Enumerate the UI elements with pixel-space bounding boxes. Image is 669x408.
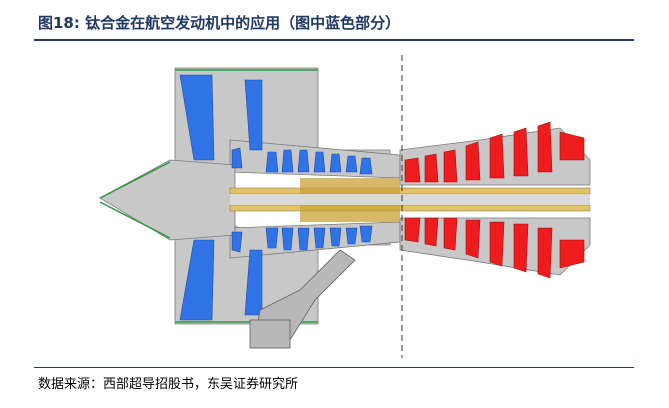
hot-section-components (404, 121, 585, 279)
outlet-guide-vane-lower (244, 249, 263, 316)
central-shaft (229, 178, 591, 222)
fan-blade-lower (179, 239, 215, 321)
accessory-gearbox (249, 249, 356, 349)
fan-blade-upper (179, 74, 215, 161)
figure-title: 图18: 钛合金在航空发动机中的应用（图中蓝色部分） (38, 14, 401, 32)
title-divider (34, 39, 634, 41)
footer-divider (34, 367, 634, 368)
outlet-guide-vane-upper (244, 79, 263, 151)
figure-source: 数据来源：西部超导招股书，东吴证券研究所 (38, 377, 299, 392)
titanium-components (179, 74, 373, 321)
